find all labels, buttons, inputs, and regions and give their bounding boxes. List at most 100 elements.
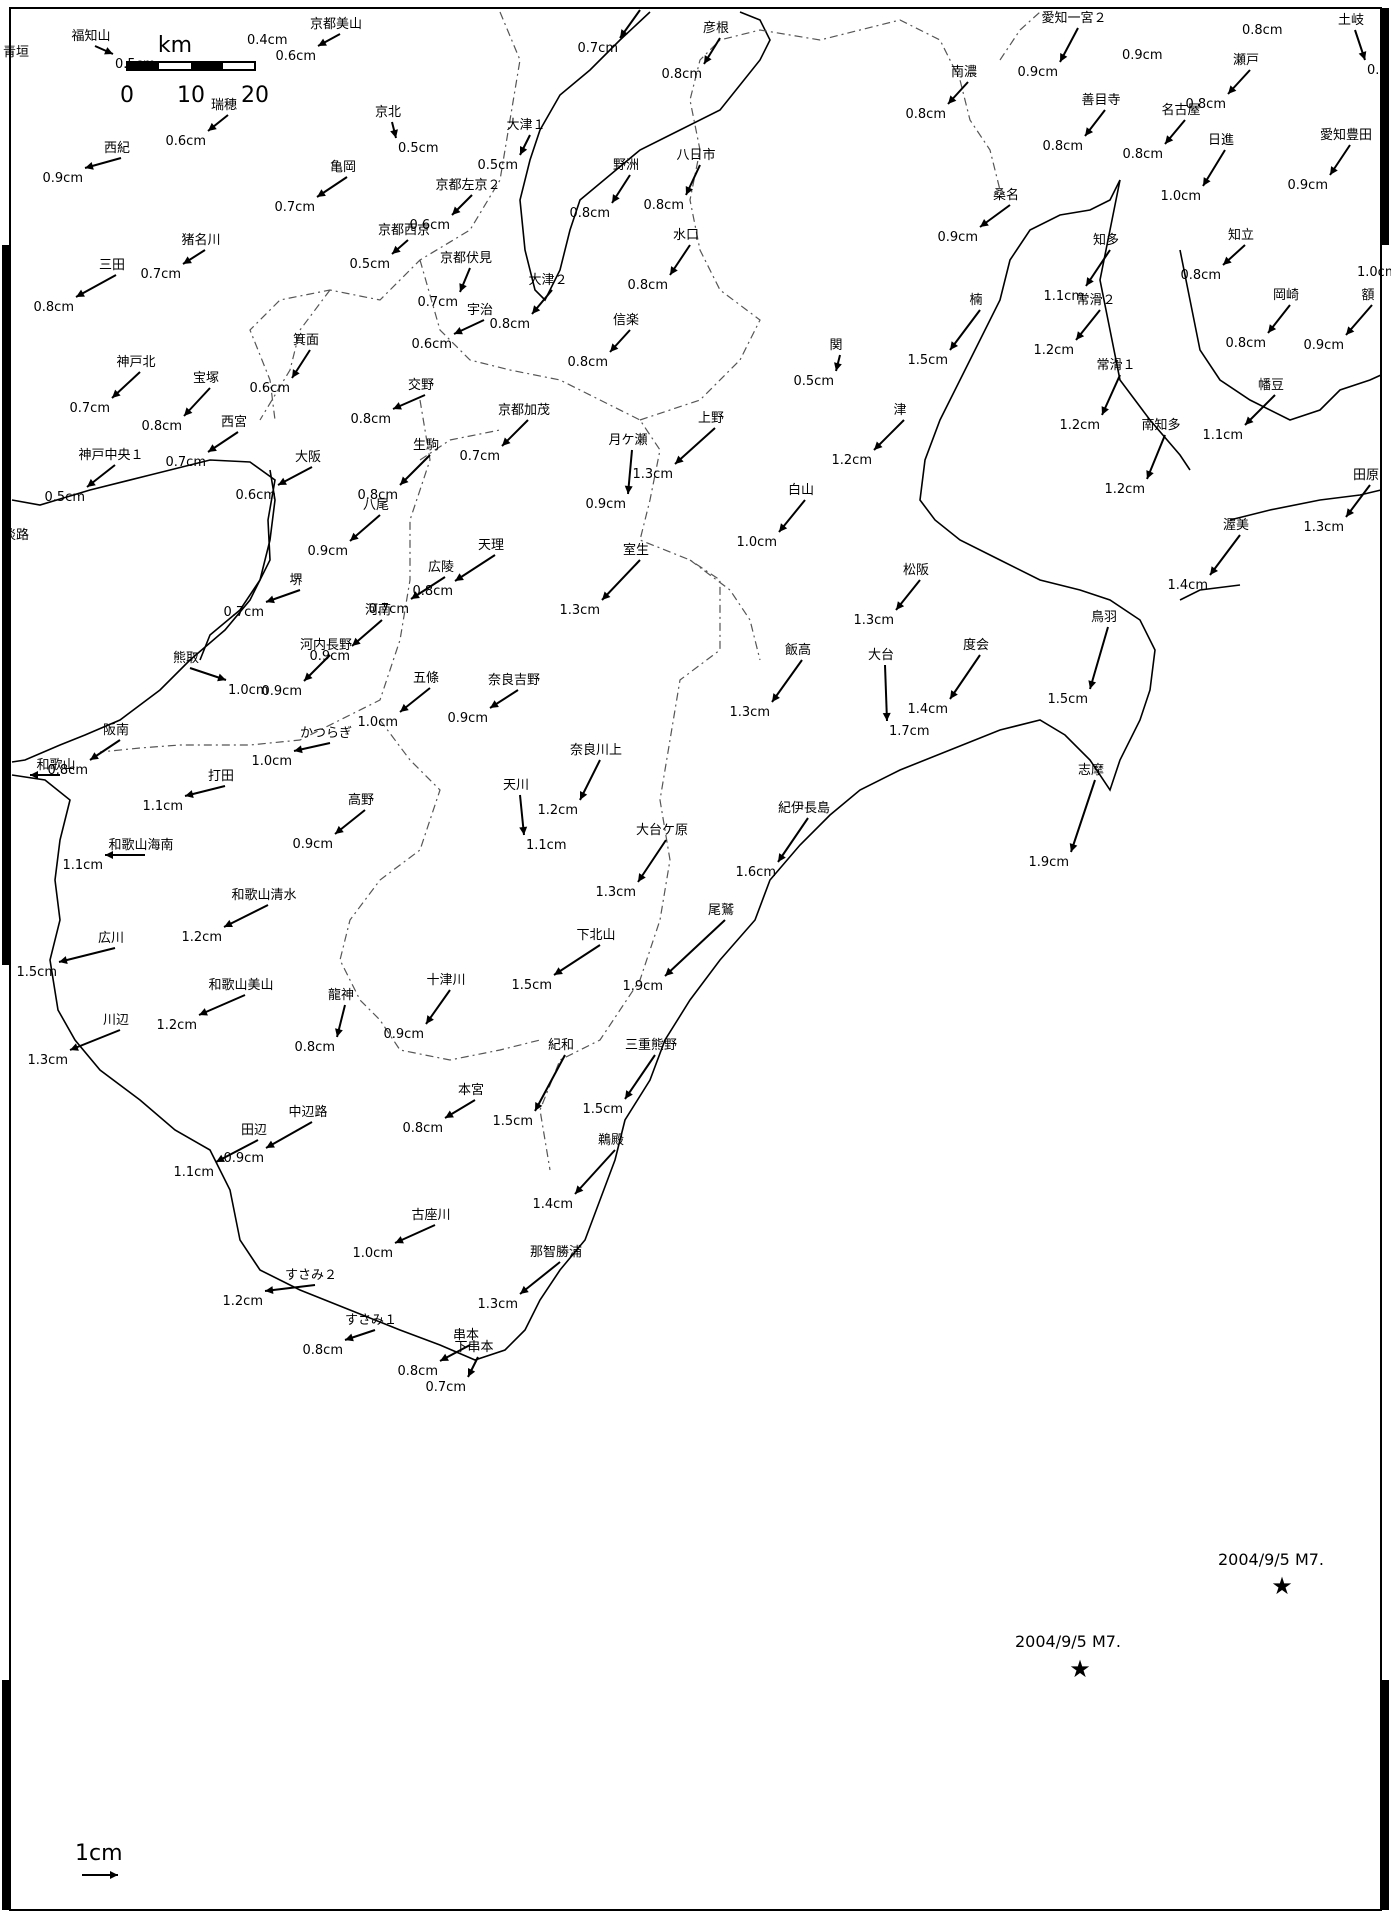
- arrow-head-icon: [490, 700, 499, 708]
- arrow-head-icon: [390, 129, 398, 138]
- arrow-head-icon: [278, 477, 287, 485]
- arrow-head-icon: [980, 219, 989, 227]
- station-name: 常滑１: [1096, 358, 1135, 373]
- displacement-value: 0.9cm: [938, 230, 979, 245]
- station-41: 大台1.7cm: [868, 648, 930, 739]
- station-name: 渥美: [1223, 518, 1249, 533]
- displacement-value: 1.9cm: [1029, 855, 1070, 870]
- station-name: 知多: [1093, 232, 1119, 248]
- station-61: 尾鷲1.9cm: [623, 903, 735, 994]
- station-name: 大津２: [528, 273, 567, 288]
- station-66: 川辺1.3cm: [28, 1013, 130, 1068]
- station-name: 信楽: [613, 312, 639, 328]
- station-name: 南知多: [1141, 417, 1180, 433]
- station-name: 青垣: [3, 45, 29, 60]
- arrow-head-icon: [1165, 135, 1174, 144]
- station-name: 十津川: [426, 973, 465, 988]
- displacement-value: 0.8: [1367, 63, 1388, 78]
- displacement-value: 0.8cm: [398, 1364, 439, 1379]
- station-33: 堺 0.7cm: [224, 573, 303, 620]
- displacement-value: 0.6cm: [410, 218, 451, 233]
- displacement-value: 0.7cm: [224, 605, 265, 620]
- arrow-head-icon: [520, 146, 528, 155]
- station-name: 那智勝浦: [530, 1245, 582, 1260]
- arrow-head-icon: [1086, 277, 1094, 286]
- station-name: 白山: [788, 482, 814, 498]
- arrow-head-icon: [318, 38, 327, 46]
- displacement-value: 0.8cm: [142, 419, 183, 434]
- displacement-value: 1.0cm: [358, 715, 399, 730]
- displacement-arrow: [674, 427, 716, 465]
- displacement-arrow: [664, 919, 726, 977]
- station-90: 知多1.1cm: [1044, 232, 1120, 304]
- arrow-head-icon: [1210, 566, 1218, 575]
- station-name: 宇治: [467, 303, 493, 318]
- displacement-value: 1.2cm: [1060, 418, 1101, 433]
- station-name: 志摩: [1078, 762, 1104, 778]
- displacement-value: 0.7cm: [578, 41, 619, 56]
- station-name: 串本: [453, 1328, 479, 1343]
- station-name: 天川: [503, 778, 529, 793]
- station-56: 鳥羽1.5cm: [1048, 610, 1118, 707]
- displacement-value: 1.0cm: [1161, 189, 1202, 204]
- station-5: 京北0.5cm: [375, 105, 439, 156]
- station-40: 飯高1.3cm: [730, 642, 812, 720]
- epicenter-2: 2004/9/5 M7. ★: [1015, 1632, 1121, 1683]
- displacement-value: 0.8cm: [644, 198, 685, 213]
- station-name: 打田: [208, 769, 234, 784]
- station-name: 熊取: [173, 650, 199, 666]
- displacement-arrow: [553, 944, 601, 976]
- station-30: 上野1.3cm: [633, 411, 725, 482]
- displacement-value: 0.8cm: [34, 300, 75, 315]
- station-name: 神戸中央１: [78, 448, 143, 463]
- arrow-head-icon: [1330, 166, 1338, 175]
- displacement-value: 0.8cm: [1123, 147, 1164, 162]
- displacement-arrow: [574, 1149, 616, 1195]
- displacement-value: 0.7cm: [166, 455, 207, 470]
- displacement-value: 0.9cm: [224, 1151, 265, 1166]
- station-name: 福知山: [71, 28, 110, 44]
- arrow-head-icon: [772, 693, 780, 702]
- displacement-value: 1.5cm: [17, 965, 58, 980]
- displacement-value: 1.0cm: [228, 683, 269, 698]
- displacement-value: 0.9cm: [293, 837, 334, 852]
- station-name: 紀和: [548, 1038, 574, 1053]
- station-name: 善目寺: [1081, 92, 1120, 108]
- station-name: 南濃: [951, 64, 977, 80]
- station-name: 鳥羽: [1091, 610, 1117, 625]
- arrow-head-icon: [393, 402, 402, 410]
- arrow-head-icon: [502, 437, 511, 446]
- station-name: 大台ケ原: [636, 823, 688, 838]
- displacement-value: 0.6cm: [250, 381, 291, 396]
- arrow-head-icon: [112, 389, 121, 398]
- arrow-head-icon: [1223, 256, 1232, 265]
- station-name: 堺: [289, 573, 302, 588]
- vector-scale-label: 1cm: [75, 1841, 123, 1866]
- displacement-arrow: [601, 559, 641, 601]
- arrow-head-icon: [554, 967, 563, 975]
- station-102: 彦根0.8cm: [662, 20, 730, 82]
- station-105: 青垣: [3, 45, 29, 60]
- station-name: 西紀: [104, 141, 130, 156]
- station-name: 大津１: [506, 118, 545, 133]
- station-name: 河南: [365, 602, 391, 618]
- station-name: 野洲: [613, 158, 639, 173]
- displacement-value: 1.1cm: [174, 1165, 215, 1180]
- station-72: 鵜殿1.4cm: [533, 1133, 625, 1212]
- displacement-value: 0.4cm: [247, 33, 288, 48]
- arrow-head-icon: [612, 194, 620, 203]
- station-77: 串本 0.8cm: [398, 1328, 480, 1379]
- displacement-value: 0.7cm: [460, 449, 501, 464]
- arrow-head-icon: [779, 523, 788, 532]
- station-91: 知立0.8cm: [1181, 227, 1255, 283]
- station-20: 交野0.8cm: [351, 377, 435, 427]
- displacement-value: 0.9cm: [262, 684, 303, 699]
- station-name: 生駒: [413, 438, 439, 453]
- displacement-value: 0.5cm: [45, 490, 86, 505]
